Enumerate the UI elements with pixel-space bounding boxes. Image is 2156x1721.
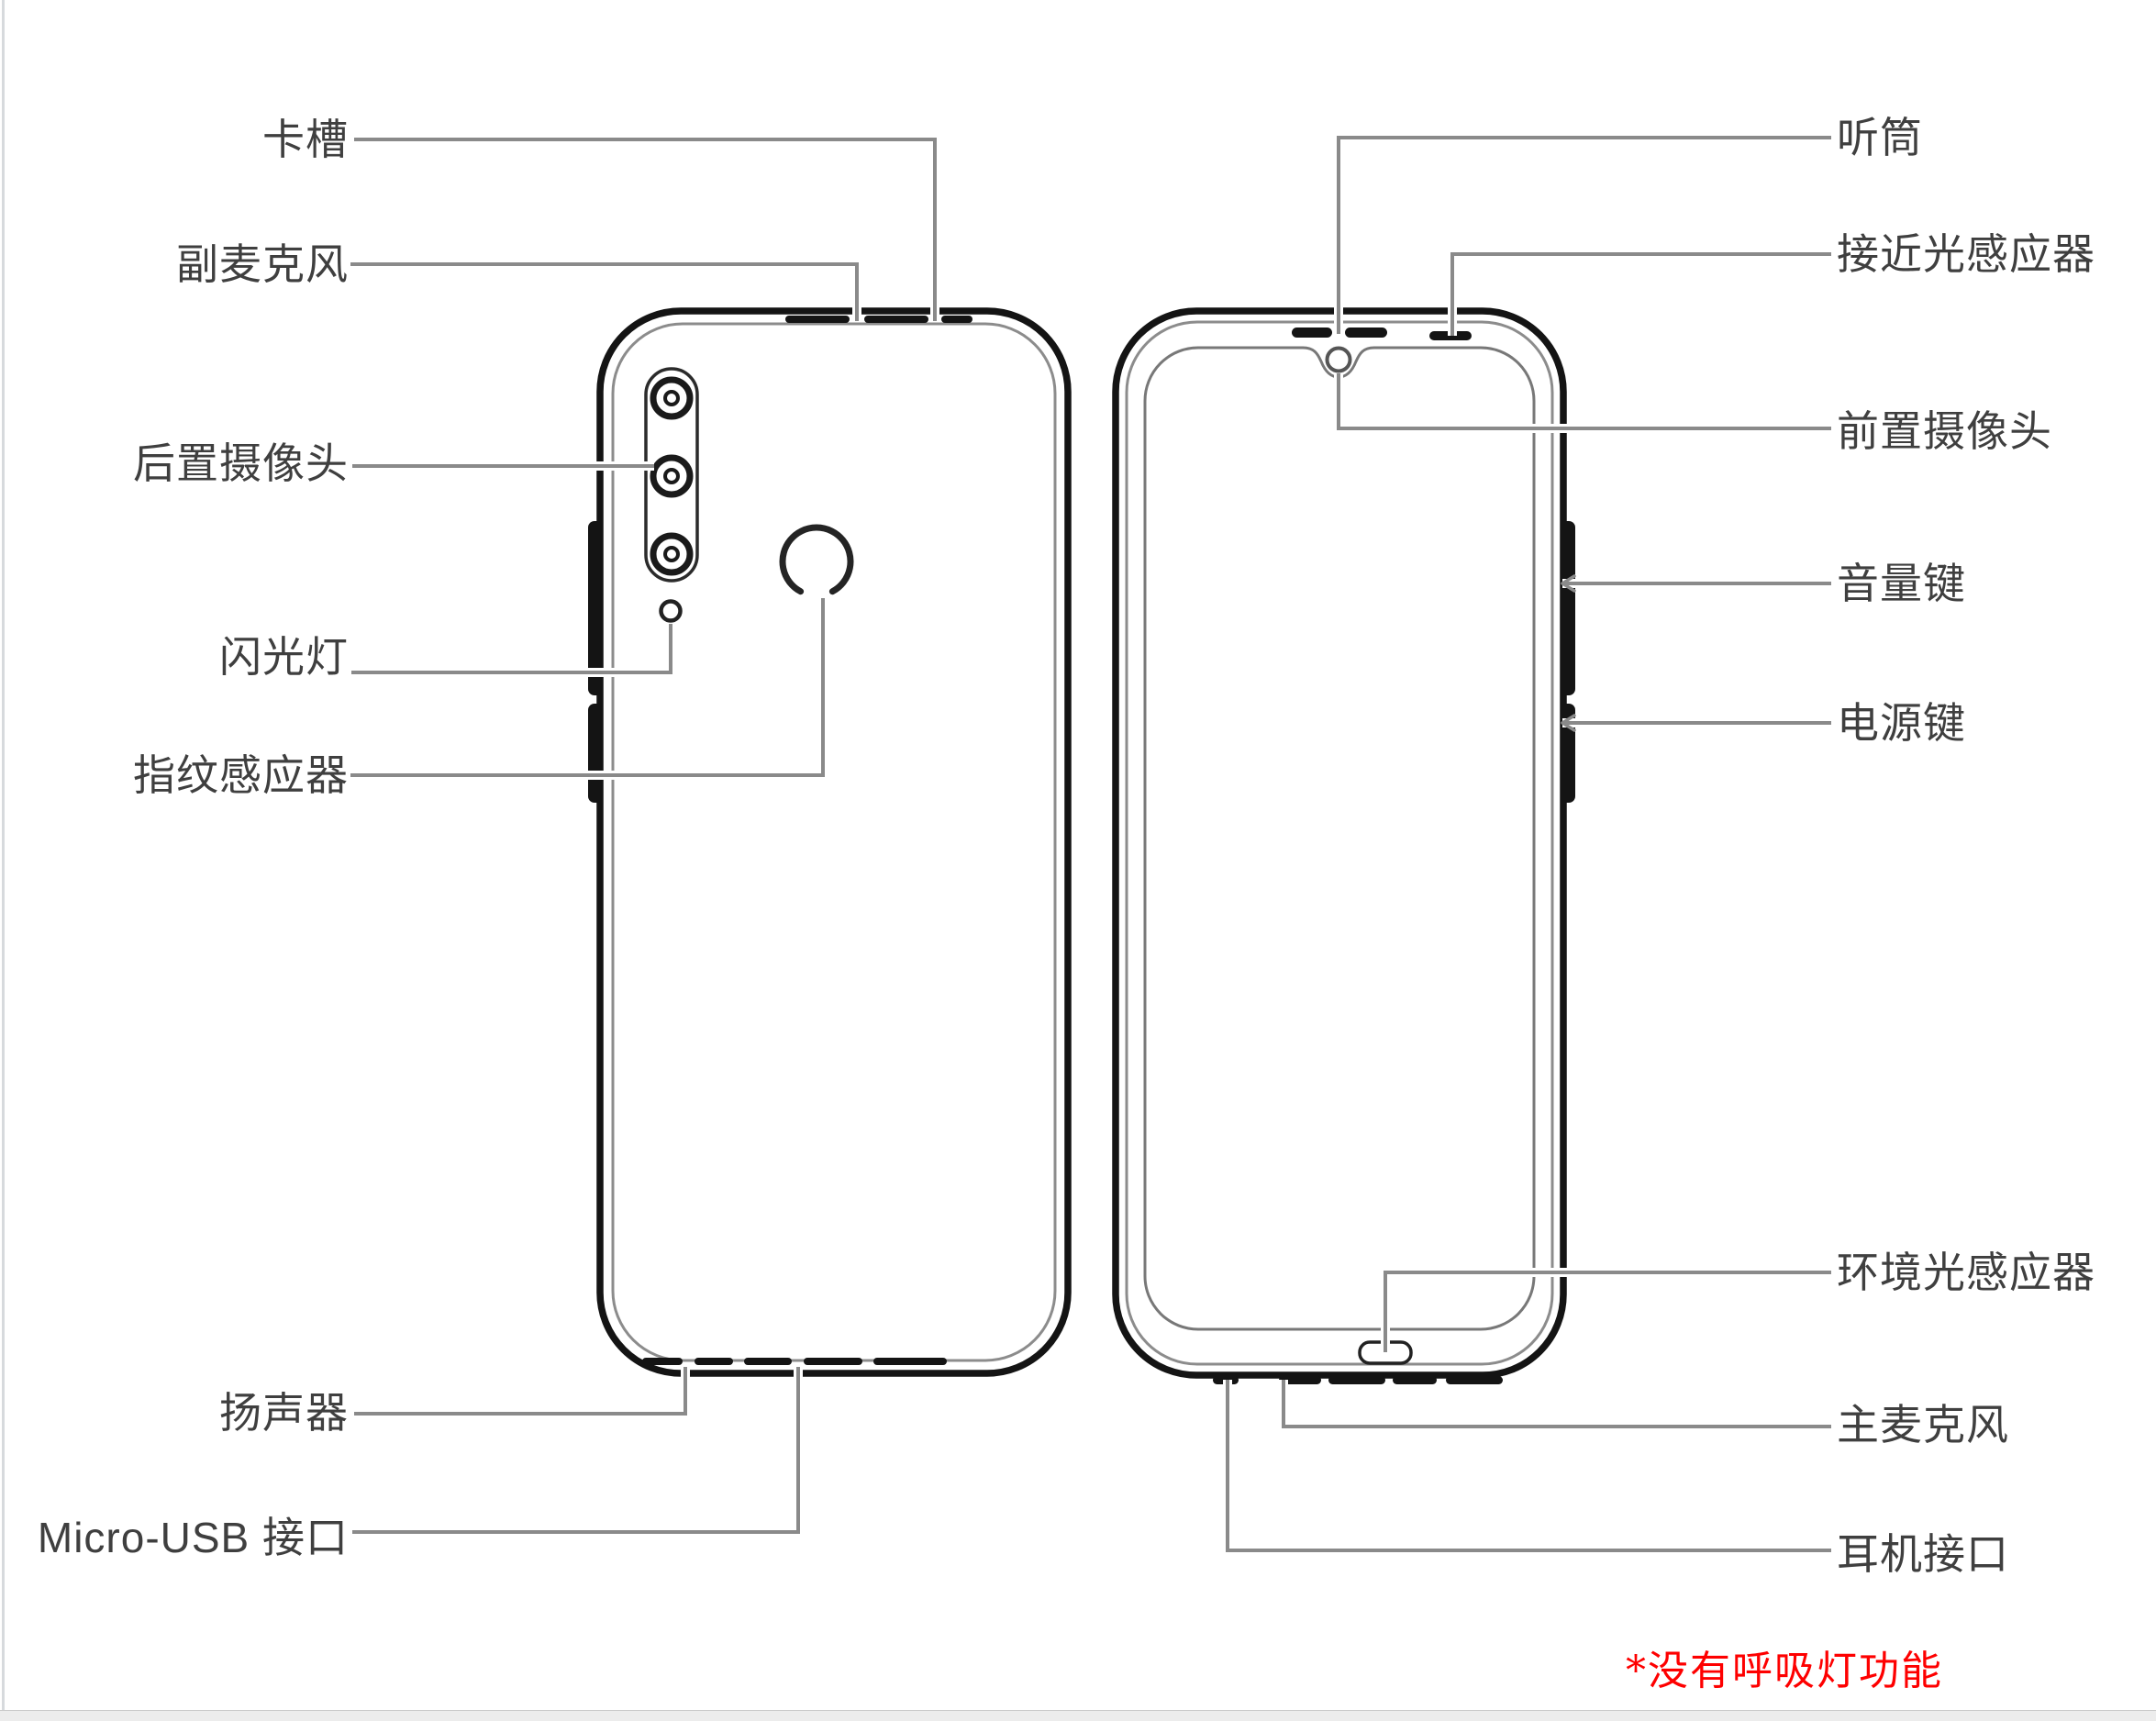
label-front-camera: 前置摄像头	[1837, 407, 2052, 455]
label-ambient-light-sensor: 环境光感应器	[1837, 1249, 2095, 1296]
card-slot-marks	[785, 316, 972, 323]
footnote-no-notification-light: *没有呼吸灯功能	[1626, 1648, 1943, 1694]
rear-camera-module	[644, 367, 699, 583]
leader-volume-key	[1561, 574, 1831, 593]
rear-camera-lens-3	[650, 532, 694, 576]
leader-secondary-mic	[350, 260, 861, 321]
flash-led	[659, 599, 683, 623]
label-flash: 闪光灯	[219, 633, 349, 681]
label-speaker: 扬声器	[219, 1389, 349, 1437]
label-card-slot: 卡槽	[262, 116, 349, 163]
leader-ambient-light	[1381, 1268, 1831, 1352]
leader-card-slot	[354, 135, 939, 321]
leader-lines-back	[350, 135, 939, 1537]
label-main-mic: 主麦克风	[1837, 1401, 2009, 1449]
rear-camera-lens-2	[650, 454, 694, 498]
label-rear-camera: 后置摄像头	[133, 439, 349, 487]
back-phone	[588, 307, 1072, 1377]
bottom-port-marks	[1213, 1376, 1503, 1384]
label-micro-usb-port: Micro-USB 接口	[37, 1514, 349, 1561]
leader-main-mic	[1279, 1380, 1831, 1431]
page-bottom-bar	[0, 1710, 2156, 1721]
label-power-key: 电源键	[1837, 699, 1966, 747]
fingerprint-ring	[779, 524, 854, 595]
leader-speaker	[354, 1367, 690, 1418]
leader-proximity	[1448, 250, 1831, 336]
rear-camera-lens-1	[650, 376, 694, 420]
leader-lines-front	[1223, 133, 1831, 1555]
speaker-grille-marks	[642, 1358, 947, 1365]
label-earpiece: 听筒	[1837, 114, 1923, 161]
leader-flash	[351, 624, 675, 677]
front-camera-lens	[1325, 346, 1352, 373]
front-phone	[1112, 307, 1575, 1384]
page-left-edge-line	[2, 0, 5, 1721]
leader-front-camera	[1334, 373, 1831, 433]
leader-headphone-jack	[1223, 1380, 1831, 1555]
label-secondary-mic: 副麦克风	[176, 240, 349, 288]
front-phone-outline	[1112, 307, 1567, 1379]
label-proximity-sensor: 接近光感应器	[1837, 230, 2095, 278]
leader-earpiece	[1334, 133, 1831, 334]
leader-fingerprint	[350, 598, 828, 780]
leader-power-key	[1561, 714, 1831, 732]
leader-micro-usb	[352, 1367, 803, 1537]
earpiece-slot	[1292, 328, 1387, 338]
label-fingerprint-sensor: 指纹感应器	[133, 751, 349, 799]
label-volume-key: 音量键	[1837, 560, 1966, 607]
label-headphone-jack: 耳机接口	[1837, 1530, 2009, 1578]
back-phone-outline	[596, 307, 1072, 1377]
